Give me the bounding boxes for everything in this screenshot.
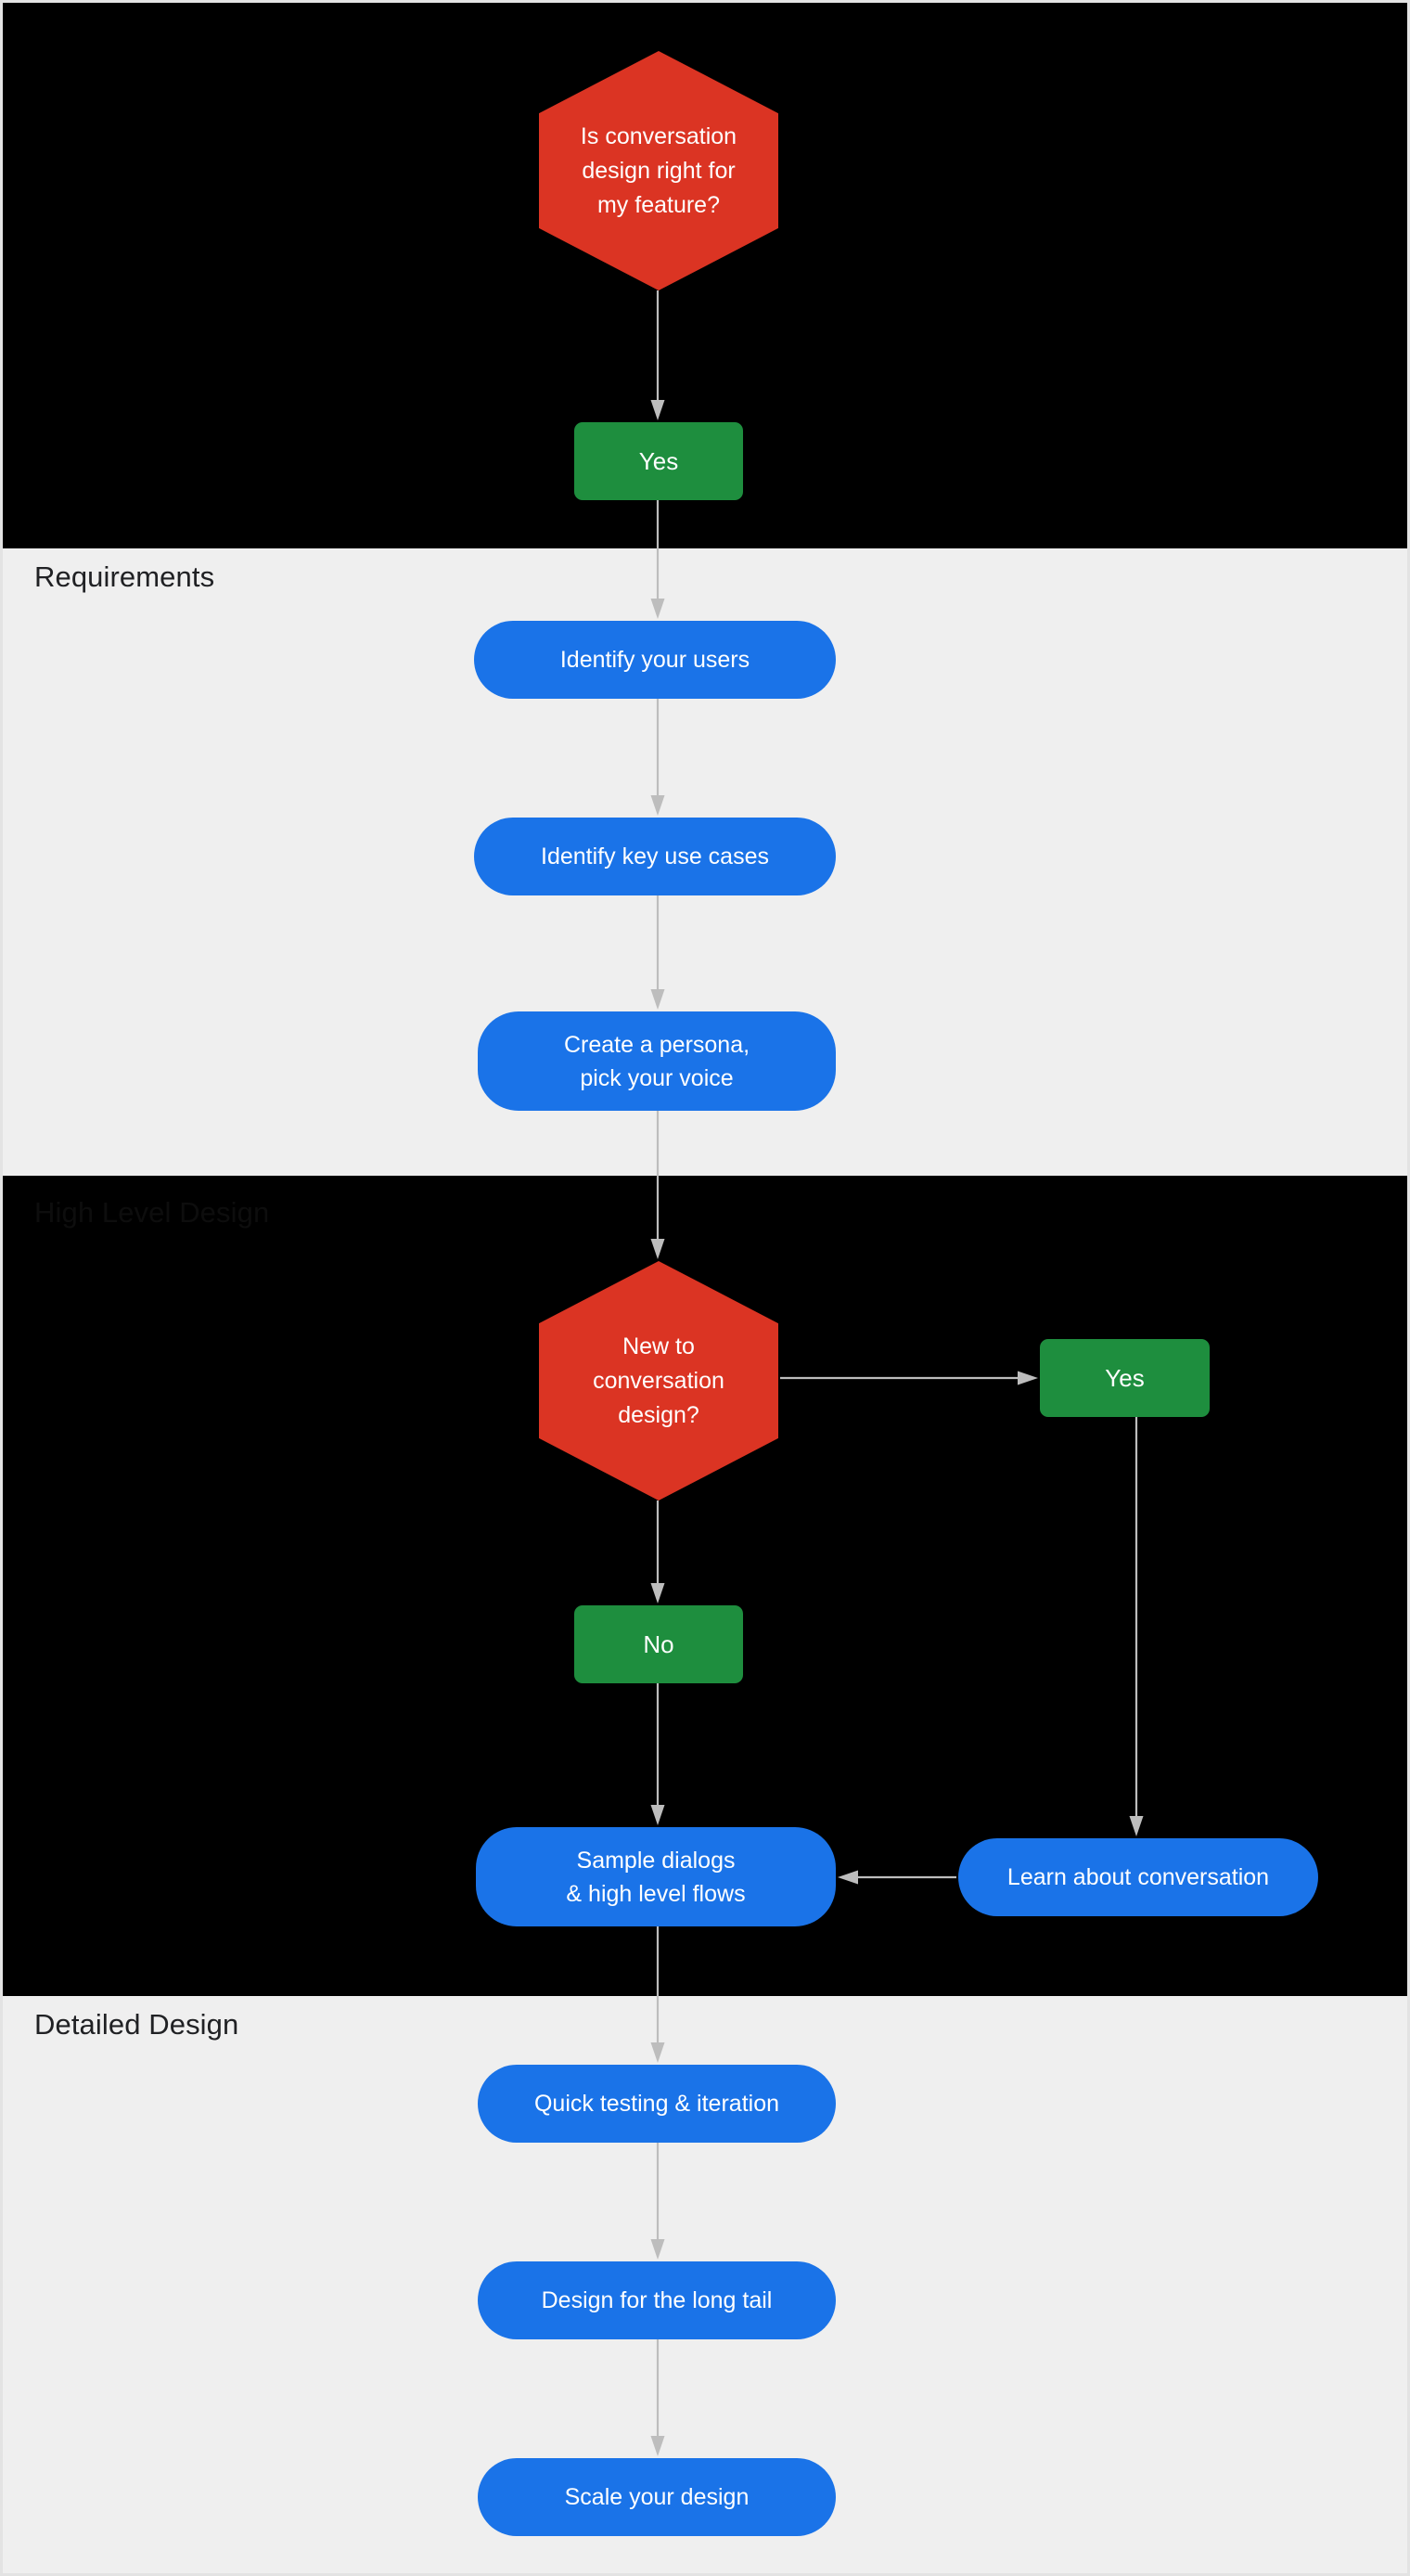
section-label-detailed: Detailed Design bbox=[34, 2008, 239, 2041]
node-label-quick-testing: Quick testing & iteration bbox=[533, 2091, 779, 2117]
node-scale-your-design[interactable]: Scale your design bbox=[478, 2458, 836, 2536]
node-identify-key-use-cases[interactable]: Identify key use cases bbox=[474, 818, 836, 895]
node-answer-yes-right[interactable]: Yes bbox=[1040, 1339, 1210, 1417]
node-answer-no[interactable]: No bbox=[574, 1605, 743, 1683]
node-label-sample-dialogs: Sample dialogs & high level flows bbox=[566, 1847, 746, 1907]
node-design-long-tail[interactable]: Design for the long tail bbox=[478, 2261, 836, 2339]
section-label-high-level: High Level Design bbox=[34, 1196, 270, 1229]
node-label-answer-yes-top: Yes bbox=[638, 446, 679, 475]
node-label-is-conversation-design-right: Is conversation design right for my feat… bbox=[580, 122, 737, 218]
node-label-answer-yes-right: Yes bbox=[1105, 1363, 1145, 1392]
node-quick-testing[interactable]: Quick testing & iteration bbox=[478, 2065, 836, 2143]
node-label-answer-no: No bbox=[643, 1629, 674, 1658]
node-answer-yes-top[interactable]: Yes bbox=[574, 422, 743, 500]
node-learn-about-conversation[interactable]: Learn about conversation bbox=[958, 1838, 1318, 1916]
node-label-identify-your-users: Identify your users bbox=[559, 647, 750, 673]
node-create-a-persona[interactable]: Create a persona, pick your voice bbox=[478, 1011, 836, 1111]
node-identify-your-users[interactable]: Identify your users bbox=[474, 621, 836, 699]
section-label-requirements: Requirements bbox=[34, 560, 215, 593]
node-label-new-to-conversation-design: New to conversation design? bbox=[593, 1333, 724, 1428]
node-label-identify-key-use-cases: Identify key use cases bbox=[541, 844, 769, 869]
node-label-learn-about-conversation: Learn about conversation bbox=[1006, 1864, 1270, 1890]
node-label-design-long-tail: Design for the long tail bbox=[541, 2287, 773, 2313]
node-label-scale-your-design: Scale your design bbox=[564, 2484, 750, 2510]
node-label-create-a-persona: Create a persona, pick your voice bbox=[563, 1031, 750, 1091]
node-sample-dialogs[interactable]: Sample dialogs & high level flows bbox=[476, 1827, 836, 1926]
